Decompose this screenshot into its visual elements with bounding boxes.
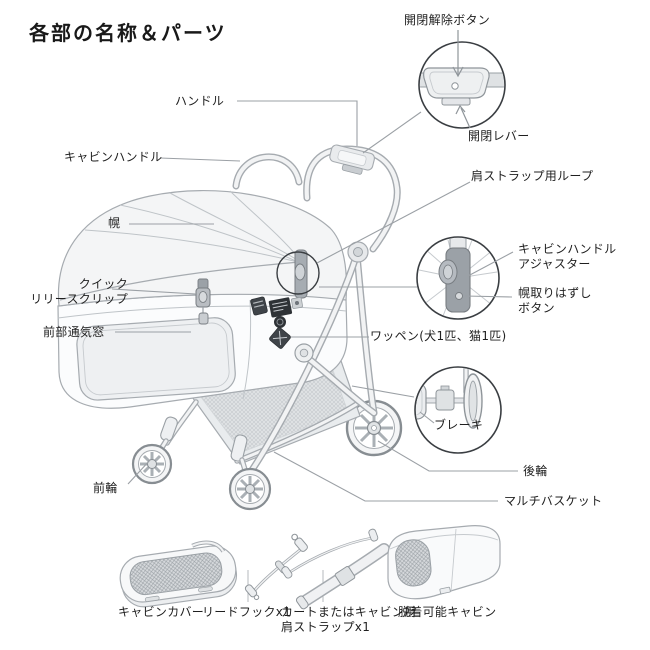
handle-grip-clasp-graphic (329, 144, 376, 175)
loop-highlight-ring (276, 251, 320, 295)
brake-pedal-graphic (416, 382, 427, 420)
label-front-vent-window: 前部通気窓 (43, 325, 105, 339)
label-cabin-handle: キャビンハンドル (64, 150, 163, 164)
rear-wheel-graphic (345, 399, 403, 457)
page-title: 各部の名称＆パーツ (29, 21, 227, 45)
label-accessory-shoulder-strap: カートまたはキャビン用 肩ストラップx1 (281, 605, 417, 634)
front-vent-window-graphic (76, 317, 236, 401)
label-canopy-release-button: 幌取りはずし ボタン (518, 286, 592, 315)
arrow-up-left-icon (455, 104, 471, 129)
inset-open-close (418, 30, 506, 129)
badges-graphic (250, 296, 303, 349)
label-open-close-release-button: 開閉解除ボタン (404, 13, 491, 27)
label-accessory-detachable-cabin: 脱着可能キャビン (398, 605, 497, 619)
shoulder-strap-loop-graphic (294, 249, 308, 299)
stroller-illustration (57, 144, 403, 511)
label-canopy: 幌 (108, 216, 121, 230)
quick-release-clip-graphic (195, 278, 211, 325)
label-brake: ブレーキ (434, 418, 484, 432)
label-handle: ハンドル (175, 94, 225, 108)
arrow-down-icon (452, 30, 464, 78)
canopy-graphic (57, 190, 348, 307)
label-front-wheel: 前輪 (93, 481, 118, 495)
leader-lines (111, 100, 518, 502)
cabin-carry-handle-graphic (232, 153, 303, 190)
label-cabin-handle-adjuster: キャビンハンドル アジャスター (518, 242, 617, 271)
label-accessory-cabin-cover: キャビンカバー (118, 605, 205, 619)
front-left-caster-graphic (131, 416, 178, 485)
label-rear-wheel: 後輪 (523, 464, 548, 478)
patch-graphic (269, 327, 291, 349)
inset-adjuster (416, 236, 514, 320)
canopy-release-button-graphic (455, 292, 463, 300)
label-accessory-lead-hook: リードフックx1 (202, 605, 292, 619)
inset-brake (414, 366, 502, 454)
handle-frame-graphic (303, 144, 401, 253)
front-right-caster-graphic (228, 434, 272, 511)
label-patch: ワッペン(犬1匹、猫1匹) (370, 329, 507, 343)
accessory-detachable-cabin (387, 525, 501, 600)
accessory-shoulder-strap (281, 528, 390, 610)
open-close-lever-graphic (441, 97, 471, 106)
accessory-cabin-cover (119, 540, 238, 608)
label-quick-release-clip: クイック リリースクリップ (30, 277, 128, 306)
label-open-close-lever: 開閉レバー (468, 129, 530, 143)
label-shoulder-strap-loop: 肩ストラップ用ループ (471, 169, 594, 183)
label-multi-basket: マルチバスケット (504, 494, 603, 508)
